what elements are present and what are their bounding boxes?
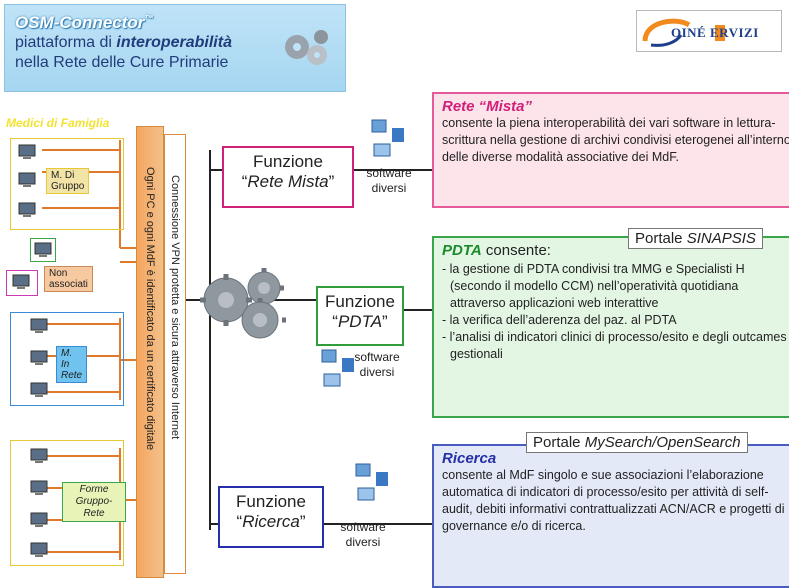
rete-mista-panel: Rete “Mista” consente la piena interoper… (432, 92, 789, 208)
computer-icon (34, 242, 52, 257)
central-gears-icon (200, 268, 286, 339)
computer-icon (30, 512, 48, 527)
computer-icon (30, 542, 48, 557)
group-label-gruppo-rete: Forme Gruppo-Rete (62, 482, 126, 522)
header-title: OSM-Connector™ (15, 13, 154, 32)
logo-text: OINÉ ERVIZI (671, 25, 759, 40)
function-prefix: Funzione (253, 152, 323, 171)
group-frame (10, 138, 124, 230)
panel-title: Rete “Mista” (442, 98, 533, 115)
software-icons (371, 119, 404, 157)
computer-icon (30, 350, 48, 365)
ricerca-panel: Ricerca consente al MdF singolo e sue as… (432, 444, 789, 588)
gears-icon (285, 30, 328, 65)
group-label-in-rete: M. In Rete (56, 346, 88, 383)
vpn-text: Connessione VPN protetta e sicura attrav… (169, 175, 181, 440)
header-line-2: nella Rete delle Cure Primarie (15, 54, 229, 71)
panel-title: PDTA consente: (442, 242, 551, 259)
certificate-text: Ogni PC e ogni MdF è identificato da un … (144, 167, 156, 451)
vpn-banner: Connessione VPN protetta e sicura attrav… (164, 134, 186, 574)
portal-mysearch-label: Portale MySearch/OpenSearch (526, 432, 748, 453)
computer-icon (18, 202, 36, 217)
computer-icon (30, 382, 48, 397)
computer-icon (30, 480, 48, 495)
computer-icon (30, 318, 48, 333)
function-prefix: Funzione (325, 292, 395, 311)
koine-logo-icon (642, 18, 725, 47)
function-name: “PDTA” (332, 312, 388, 331)
function-pdta-box: Funzione “PDTA” (316, 286, 404, 346)
doctors-label: Medici di Famiglia (6, 116, 110, 130)
list-item: l’analisi di indicatori clinici di proce… (442, 329, 789, 363)
software-icons (355, 463, 388, 501)
portal-sinapsis-label: Portale SINAPSIS (628, 228, 763, 249)
panel-text: consente al MdF singolo e sue associazio… (442, 468, 785, 533)
group-label-di-gruppo: M. Di Gruppo (46, 168, 90, 194)
certificate-banner: Ogni PC e ogni MdF è identificato da un … (136, 126, 164, 578)
computer-icon (30, 448, 48, 463)
panel-title: Ricerca (442, 450, 497, 467)
function-ricerca-box: Funzione “Ricerca” (218, 486, 324, 548)
computer-icon (12, 274, 30, 289)
function-prefix: Funzione (236, 492, 306, 511)
pdta-panel: PDTA consente: la gestione di PDTA condi… (432, 236, 789, 418)
header-panel: OSM-Connector™ piattaforma di interopera… (4, 4, 346, 92)
list-item: la verifica dell’aderenza del paz. al PD… (442, 312, 789, 329)
group-frame (10, 312, 124, 406)
pc-frame (30, 238, 56, 262)
pc-frame (6, 270, 38, 296)
company-logo: OINÉ ERVIZI (636, 10, 782, 52)
software-icons (321, 349, 354, 387)
pdta-bullets: la gestione di PDTA condivisi tra MMG e … (442, 261, 789, 363)
panel-text: consente la piena interoperabilità dei v… (442, 116, 789, 164)
group-label-non-associati: Non associati (44, 266, 93, 292)
header-line-1: piattaforma di interoperabilità (15, 34, 232, 51)
function-rete-mista-box: Funzione “Rete Mista” (222, 146, 354, 208)
function-name: “Rete Mista” (241, 172, 335, 191)
computer-icon (18, 144, 36, 159)
list-item: la gestione di PDTA condivisi tra MMG e … (442, 261, 789, 312)
computer-icon (18, 172, 36, 187)
function-name: “Ricerca” (236, 512, 306, 531)
